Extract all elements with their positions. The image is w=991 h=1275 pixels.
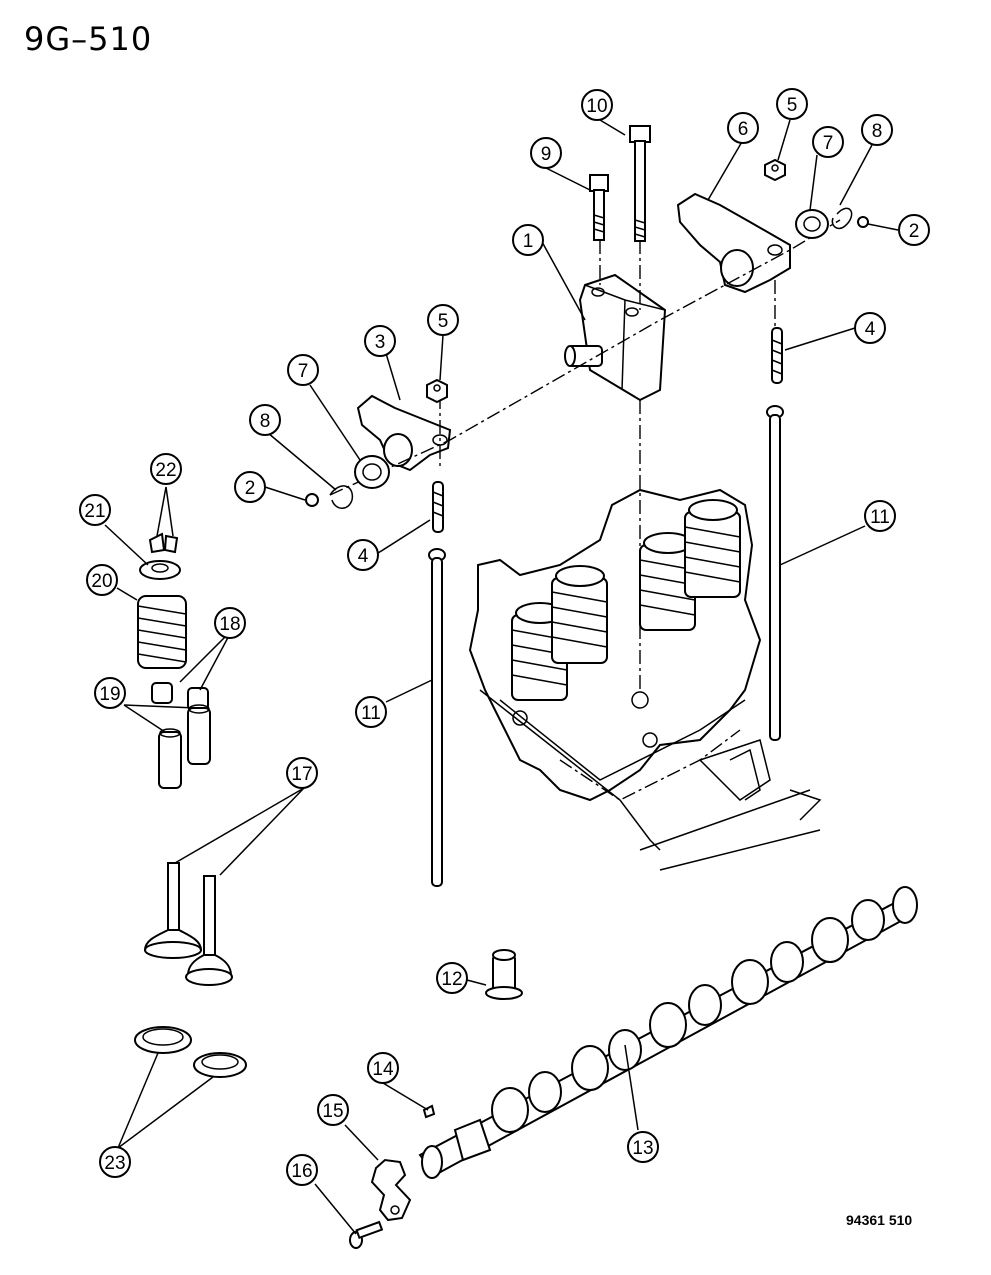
callout-21: 21 xyxy=(79,494,111,526)
callout-22: 22 xyxy=(150,453,182,485)
callout-15: 15 xyxy=(317,1094,349,1126)
svg-text:12: 12 xyxy=(441,969,462,990)
svg-text:8: 8 xyxy=(872,121,883,142)
svg-text:6: 6 xyxy=(738,119,749,140)
bolt-short xyxy=(589,174,609,241)
callout-5-right: 5 xyxy=(776,88,808,120)
callout-10: 10 xyxy=(581,89,613,121)
shaft-axis-line xyxy=(329,219,841,496)
svg-text:19: 19 xyxy=(99,684,120,705)
svg-text:9: 9 xyxy=(541,144,552,165)
washer-left xyxy=(354,455,390,489)
adjuster-left xyxy=(432,481,444,533)
callout-7-right: 7 xyxy=(812,126,844,158)
valve-guides xyxy=(158,704,211,789)
spring-retainer xyxy=(139,560,181,580)
callout-7-left: 7 xyxy=(287,354,319,386)
page-title: 9G–510 xyxy=(24,20,153,58)
valve-spring xyxy=(137,595,187,669)
svg-text:15: 15 xyxy=(322,1101,343,1122)
svg-text:11: 11 xyxy=(361,703,381,724)
valve-keepers xyxy=(148,532,179,554)
ring-right xyxy=(857,216,869,228)
nut-right xyxy=(764,158,786,182)
callout-8-right: 8 xyxy=(861,114,893,146)
thrust-plate xyxy=(370,1158,412,1222)
head-spring-4 xyxy=(684,499,741,598)
callout-18: 18 xyxy=(214,607,246,639)
head-spring-2 xyxy=(551,565,608,664)
pushrod-right xyxy=(766,405,784,741)
svg-text:11: 11 xyxy=(870,507,890,528)
callout-14: 14 xyxy=(367,1052,399,1084)
svg-text:2: 2 xyxy=(245,478,256,499)
callout-13: 13 xyxy=(627,1131,659,1163)
callout-16: 16 xyxy=(286,1154,318,1186)
svg-text:8: 8 xyxy=(260,411,271,432)
rocker-arm-left xyxy=(356,394,452,472)
svg-text:2: 2 xyxy=(909,221,920,242)
svg-text:14: 14 xyxy=(372,1059,394,1080)
adjuster-right xyxy=(771,327,783,384)
valves xyxy=(143,862,233,986)
svg-text:21: 21 xyxy=(84,501,105,522)
callout-11-left: 11 xyxy=(355,696,387,728)
callout-5-left: 5 xyxy=(427,304,459,336)
ring-left xyxy=(305,493,319,507)
svg-text:18: 18 xyxy=(219,614,240,635)
callout-8-left: 8 xyxy=(249,404,281,436)
callout-3: 3 xyxy=(364,325,396,357)
clip-right xyxy=(831,207,853,230)
svg-text:3: 3 xyxy=(375,332,386,353)
callout-9: 9 xyxy=(530,137,562,169)
callout-1: 1 xyxy=(512,224,544,256)
tappet xyxy=(485,949,523,1000)
clip-left xyxy=(329,485,354,509)
leader-lines xyxy=(104,119,899,1235)
callout-2-right: 2 xyxy=(898,214,930,246)
callout-4-right: 4 xyxy=(854,312,886,344)
thrust-plate-bolt xyxy=(349,1220,384,1249)
svg-text:16: 16 xyxy=(291,1161,312,1182)
callout-19: 19 xyxy=(94,677,126,709)
valve-seat-inserts xyxy=(134,1026,247,1078)
camshaft xyxy=(418,886,918,1179)
callout-6: 6 xyxy=(727,112,759,144)
rocker-bracket xyxy=(564,273,667,402)
callout-11-right: 11 xyxy=(864,500,896,532)
svg-text:22: 22 xyxy=(155,460,176,481)
svg-text:4: 4 xyxy=(358,546,369,567)
svg-text:13: 13 xyxy=(632,1138,653,1159)
cylinder-head xyxy=(468,488,822,871)
figure-code: 94361 510 xyxy=(846,1212,913,1228)
rocker-arm-right xyxy=(676,192,791,294)
nut-left xyxy=(426,378,448,404)
svg-text:7: 7 xyxy=(298,361,309,382)
callout-12: 12 xyxy=(436,962,468,994)
callout-2-left: 2 xyxy=(234,471,266,503)
svg-text:5: 5 xyxy=(438,311,449,332)
svg-text:20: 20 xyxy=(91,571,112,592)
callout-17: 17 xyxy=(286,757,318,789)
svg-text:1: 1 xyxy=(523,231,534,252)
callout-23: 23 xyxy=(99,1146,131,1178)
pushrod-left xyxy=(428,548,446,887)
svg-text:23: 23 xyxy=(104,1153,125,1174)
washer-right xyxy=(795,209,829,239)
callout-4-left: 4 xyxy=(347,539,379,571)
svg-text:10: 10 xyxy=(586,96,607,117)
svg-text:5: 5 xyxy=(787,95,798,116)
svg-text:4: 4 xyxy=(865,319,876,340)
svg-text:17: 17 xyxy=(291,764,312,785)
callout-20: 20 xyxy=(86,564,118,596)
svg-text:7: 7 xyxy=(823,133,834,154)
bolt-long xyxy=(629,125,651,242)
